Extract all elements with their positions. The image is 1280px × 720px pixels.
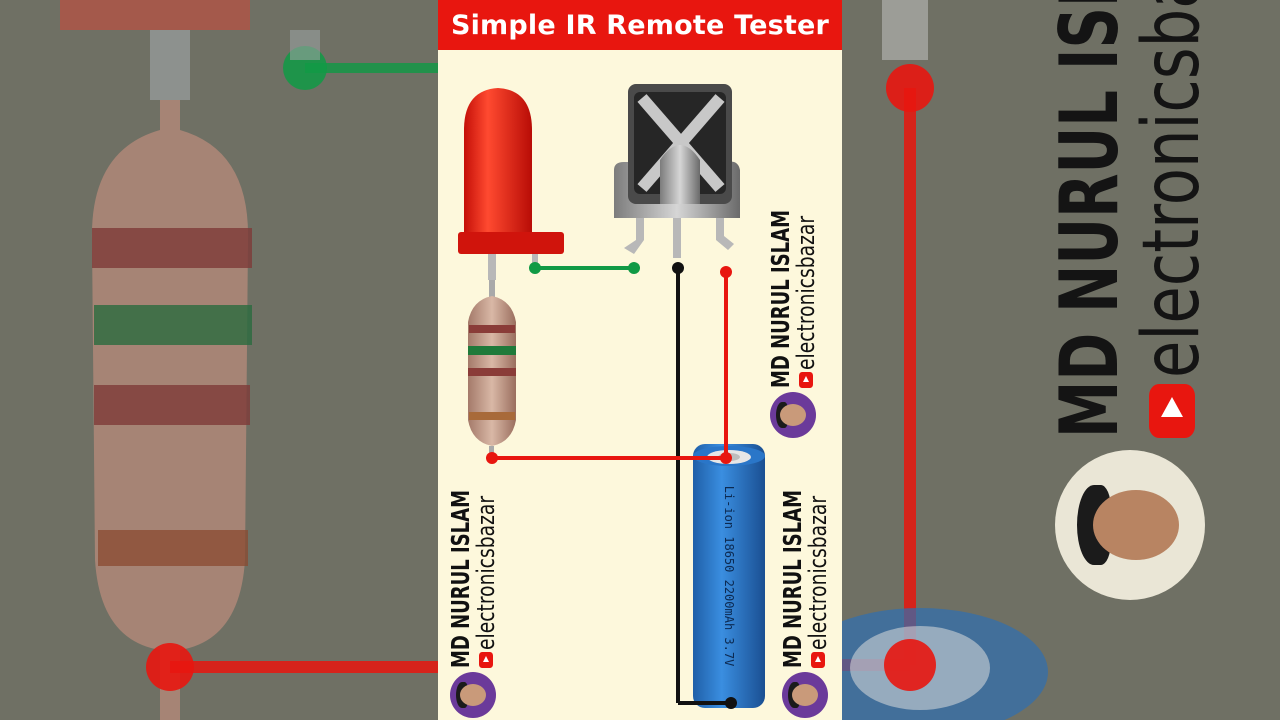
watermark-large: MD NURUL ISLAM electronicsbazar bbox=[1043, 0, 1217, 600]
watermark-name: MD NURUL ISLAM bbox=[1043, 0, 1136, 438]
watermark-small-1: MD NURUL ISLAM electronicsbazar bbox=[766, 141, 820, 438]
page-title: Simple IR Remote Tester bbox=[438, 0, 842, 50]
battery-label: Li-ion 18650 2200mAh 3.7V bbox=[722, 485, 736, 667]
red-led bbox=[458, 88, 564, 280]
watermark-channel: electronicsbazar bbox=[804, 495, 832, 650]
youtube-icon bbox=[1149, 384, 1195, 438]
avatar-photo-icon bbox=[1055, 450, 1205, 600]
watermark-small-2: MD NURUL ISLAM electronicsbazar bbox=[446, 421, 500, 718]
watermark-channel: electronicsbazar bbox=[1127, 0, 1217, 378]
youtube-icon bbox=[799, 372, 813, 388]
watermark-channel: electronicsbazar bbox=[792, 215, 820, 370]
youtube-icon bbox=[479, 652, 493, 668]
watermark-name: MD NURUL ISLAM bbox=[778, 490, 807, 668]
watermark-channel: electronicsbazar bbox=[472, 495, 500, 650]
avatar-photo-icon bbox=[782, 672, 828, 718]
background-left bbox=[0, 0, 438, 720]
ir-receiver bbox=[614, 84, 740, 258]
background-left-art bbox=[60, 0, 438, 720]
circuit-diagram bbox=[458, 84, 765, 709]
battery bbox=[693, 444, 765, 708]
watermark-name: MD NURUL ISLAM bbox=[446, 490, 475, 668]
watermark-name: MD NURUL ISLAM bbox=[766, 210, 795, 388]
background-right: MD NURUL ISLAM electronicsbazar bbox=[842, 0, 1280, 720]
diagram-panel: Li-ion 18650 2200mAh 3.7V Simple IR Remo… bbox=[438, 0, 842, 720]
watermark-small-3: MD NURUL ISLAM electronicsbazar bbox=[778, 421, 832, 718]
avatar-photo-icon bbox=[450, 672, 496, 718]
wires bbox=[486, 262, 737, 709]
background-right-art bbox=[842, 0, 1048, 720]
youtube-icon bbox=[811, 652, 825, 668]
